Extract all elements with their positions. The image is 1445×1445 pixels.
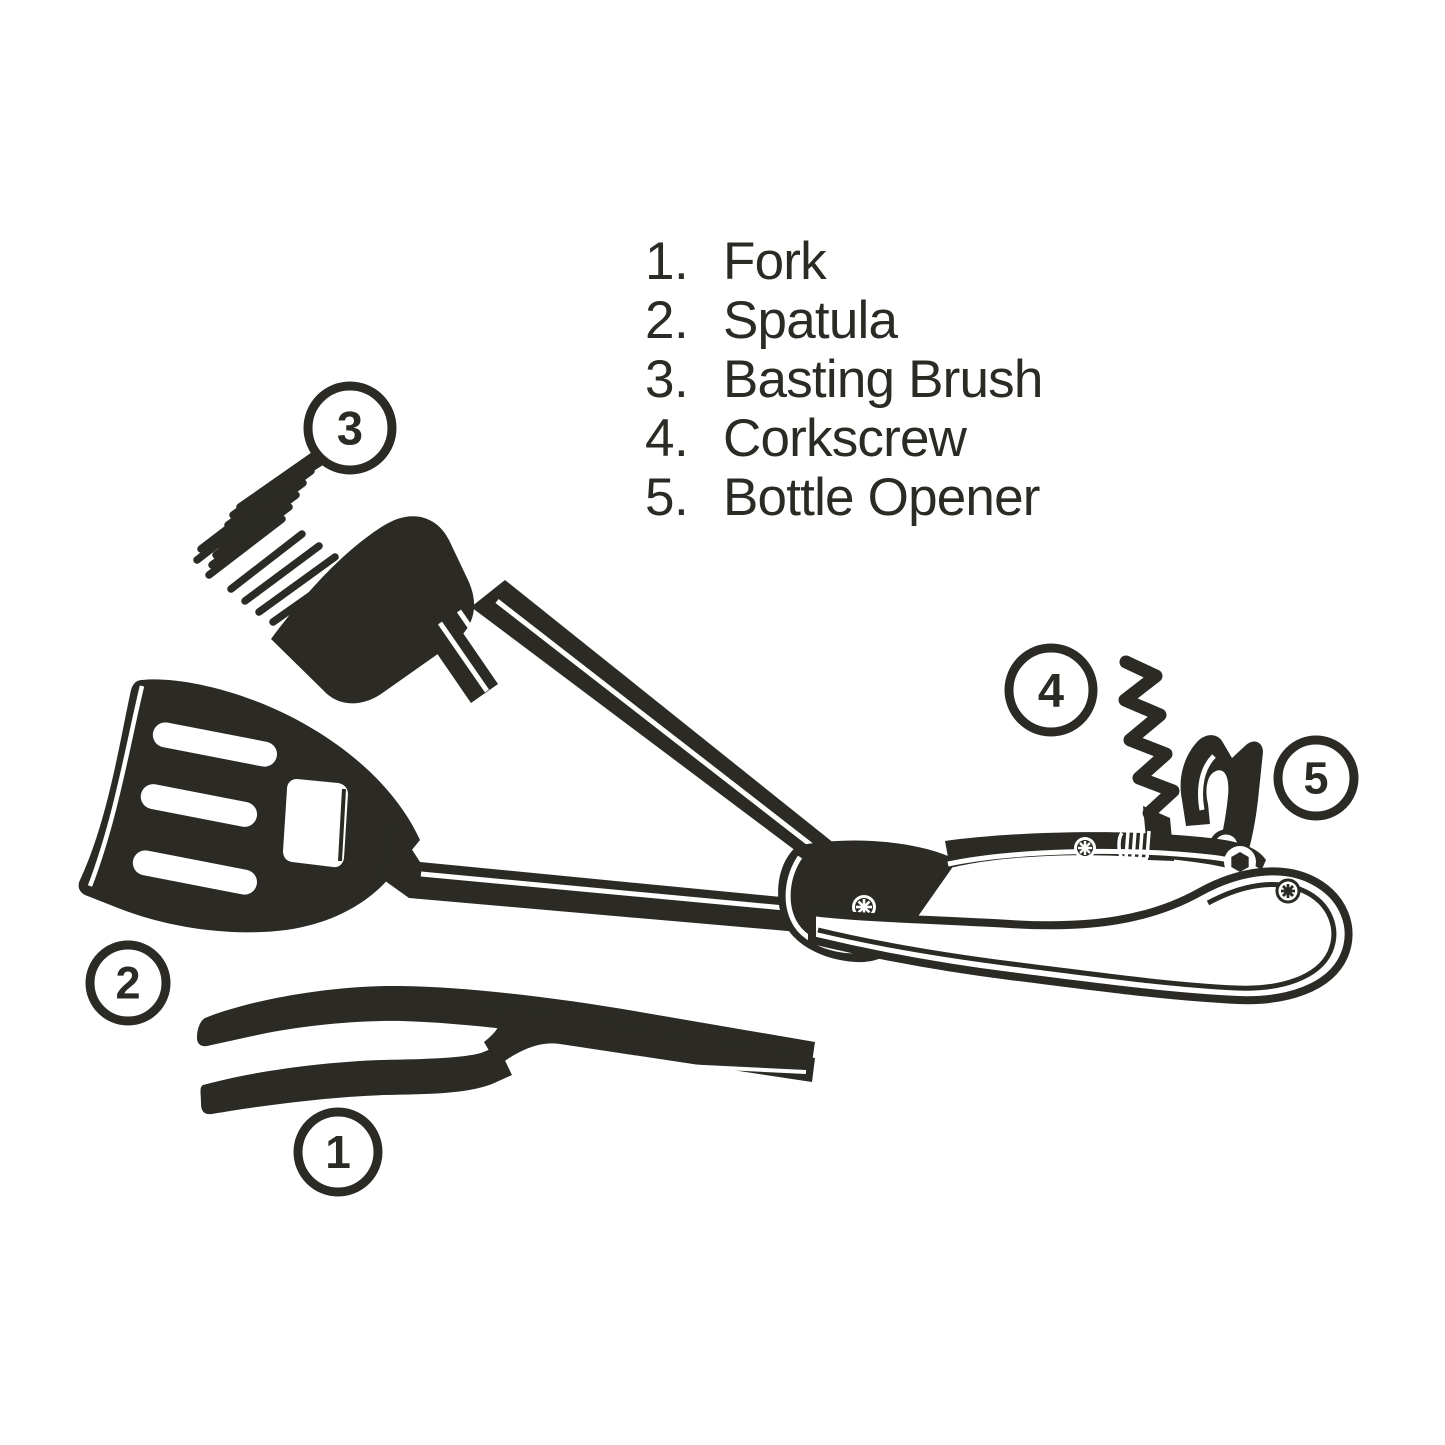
callout-1[interactable]: 1 (293, 1107, 383, 1197)
spatula-slot (132, 850, 257, 895)
bottle-opener-lever (1180, 735, 1263, 866)
callout-5-ring (1273, 735, 1359, 821)
spatula-handle-shaft (381, 820, 812, 933)
fork-upper-tine (197, 985, 815, 1076)
brush-handle-highlight (495, 599, 840, 868)
folding-handle (808, 830, 1353, 1005)
basting-brush-tool (193, 432, 845, 878)
callout-4-number: 4 (1038, 664, 1064, 717)
handle-tip-screw-icon (1275, 878, 1301, 904)
legend-item-3-label: Basting Brush (723, 350, 1043, 409)
callout-2-number: 2 (115, 958, 140, 1009)
fork-notch-bridge (476, 1001, 815, 1082)
callout-3[interactable]: 3 (303, 381, 397, 475)
legend-item-1: 1. Fork (645, 232, 1165, 291)
legend-item-3-number: 3. (645, 350, 689, 409)
legend-list: 1. Fork 2. Spatula 3. Basting Brush 4. C… (645, 232, 1165, 527)
spatula-turner-window (283, 779, 348, 868)
legend-item-5: 5. Bottle Opener (645, 468, 1165, 527)
handle-spine (945, 832, 1266, 878)
handle-body-outline (808, 867, 1353, 1005)
brush-head (271, 516, 475, 704)
corkscrew-helix (1118, 655, 1180, 820)
handle-hex-pivot-icon (1224, 846, 1256, 878)
callout-circles-group: 1 2 3 4 5 (85, 381, 1359, 1197)
callout-4[interactable]: 4 (1004, 643, 1098, 737)
spatula-edge-highlight (87, 685, 145, 887)
callout-3-number: 3 (337, 402, 363, 455)
fork-tool (197, 985, 815, 1115)
legend-item-5-number: 5. (645, 468, 689, 527)
callout-3-ring (303, 381, 397, 475)
legend-item-2-number: 2. (645, 291, 689, 350)
spatula-turner-window-shadow (338, 788, 346, 862)
legend-item-4-label: Corkscrew (723, 409, 967, 468)
legend-item-3: 3. Basting Brush (645, 350, 1165, 409)
fork-highlight (519, 1056, 807, 1074)
spatula-slot (152, 722, 277, 767)
fork-lower-tine (200, 1046, 512, 1115)
brush-ferrule (425, 609, 509, 703)
callout-5-number: 5 (1303, 753, 1328, 804)
spatula-handle-highlight (420, 871, 807, 913)
legend-item-2-label: Spatula (723, 291, 898, 350)
legend-item-4-number: 4. (645, 409, 689, 468)
callout-4-ring (1004, 643, 1098, 737)
thumb-serrations-icon (1117, 830, 1151, 859)
legend-item-4: 4. Corkscrew (645, 409, 1165, 468)
callout-2-ring (85, 940, 171, 1026)
legend-item-1-number: 1. (645, 232, 689, 291)
spatula-slot (140, 784, 258, 827)
callout-1-number: 1 (325, 1126, 351, 1178)
callout-2[interactable]: 2 (85, 940, 171, 1026)
spatula-slots-group (132, 722, 277, 895)
legend-item-1-label: Fork (723, 232, 827, 291)
spatula-tool (78, 679, 812, 933)
handle-spine-screw-icon (1074, 837, 1096, 859)
legend-item-5-label: Bottle Opener (723, 468, 1040, 527)
callout-5[interactable]: 5 (1273, 735, 1359, 821)
bottle-opener-highlight (1198, 754, 1216, 811)
legend-item-2: 2. Spatula (645, 291, 1165, 350)
callout-1-ring (293, 1107, 383, 1197)
handle-body-inner-outline (817, 882, 1337, 991)
